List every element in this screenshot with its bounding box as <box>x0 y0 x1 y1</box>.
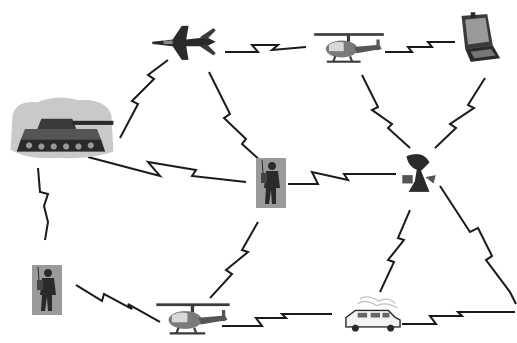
soldier-radio-icon <box>256 158 286 208</box>
link-tank-jet <box>119 59 169 139</box>
link-helicopter-top-dish <box>361 74 411 149</box>
link-tank-soldier-center <box>87 156 247 183</box>
link-jet-soldier-center <box>208 71 263 163</box>
tank-icon <box>10 97 114 159</box>
link-vehicle-offpage-right <box>402 311 515 325</box>
link-soldier-center-helicopter-bottom <box>209 221 259 299</box>
link-jet-helicopter-top <box>225 44 307 53</box>
link-soldier-center-dish <box>288 170 396 185</box>
link-dish-offpage-right <box>439 185 517 305</box>
fighter-jet-icon <box>152 25 216 60</box>
link-helicopter-top-laptop <box>385 41 455 53</box>
satellite-dish-icon <box>402 154 436 192</box>
vehicle-icon <box>345 296 401 333</box>
link-laptop-dish <box>434 77 486 149</box>
helicopter-icon <box>155 302 231 335</box>
soldier-radio-icon <box>32 264 62 316</box>
laptop-icon <box>461 12 501 62</box>
link-tank-soldier-left <box>37 167 50 241</box>
link-dish-vehicle <box>379 209 411 293</box>
link-helicopter-bottom-vehicle <box>222 313 332 327</box>
helicopter-icon <box>313 32 385 63</box>
link-soldier-left-helicopter-bottom <box>75 284 161 323</box>
